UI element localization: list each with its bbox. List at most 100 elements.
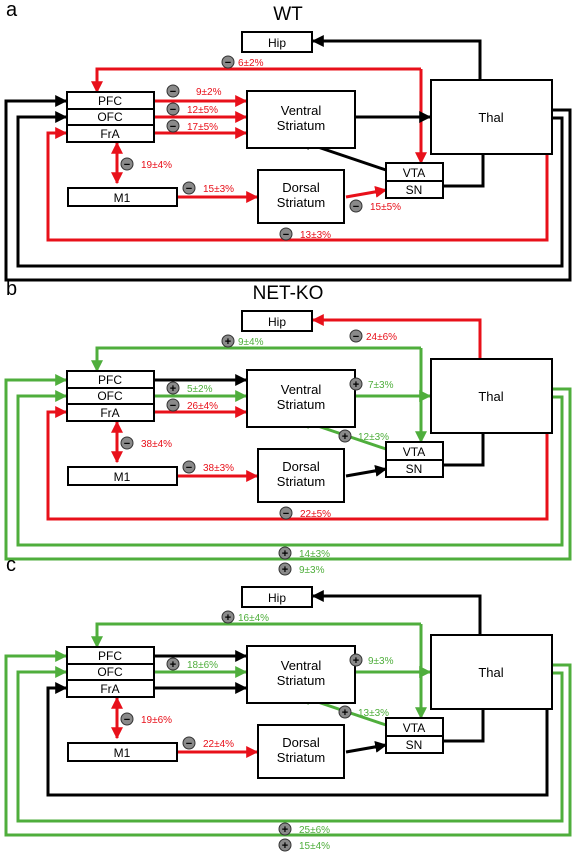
thal-label: Thal (478, 665, 503, 680)
badge-sign: − (353, 201, 359, 213)
ds-vta-link (345, 185, 388, 199)
badge-circle (349, 329, 363, 343)
thal-ofc-value: 14±3% (299, 549, 330, 560)
badge-sign: + (342, 707, 348, 719)
thal-hip-link (311, 590, 482, 635)
fra-label: FrA (100, 406, 119, 420)
hip-box (241, 31, 313, 53)
striatum-label: Striatum (277, 673, 325, 688)
dorsal-label: Dorsal (282, 459, 320, 474)
badge-circle (166, 119, 180, 133)
panel-letter: b (6, 278, 17, 300)
ventral-label: Ventral (281, 382, 322, 397)
badge-circle (120, 436, 134, 450)
panel-title: NET-KO (253, 283, 324, 304)
badge-circle (166, 381, 180, 395)
badge-sign: + (282, 840, 288, 852)
badge-circle (349, 199, 363, 213)
thal-pfc-loop (4, 95, 572, 282)
m1-ds-badge: − (182, 181, 196, 195)
thal-box (430, 634, 553, 710)
badge-sign: − (186, 738, 192, 750)
m1-box (67, 742, 178, 762)
m1-label: M1 (114, 470, 131, 484)
m1-ds-value: 22±4% (203, 739, 234, 750)
pfc-vs-badge: − (166, 84, 180, 98)
fra-vs-value: 26±4% (187, 401, 218, 412)
m1-ds-value: 15±3% (203, 184, 234, 195)
hip-pfc-link (91, 67, 421, 94)
fra-box (66, 124, 155, 143)
hip-box (241, 586, 313, 608)
thal-ofc-badge: + (278, 822, 292, 836)
sn-label: SN (406, 462, 423, 476)
m1-box (67, 466, 178, 486)
badge-circle (278, 546, 292, 560)
vta-label: VTA (403, 166, 425, 180)
m1-fra-value: 38±4% (141, 439, 172, 450)
thal-ofc-loop (16, 111, 564, 268)
hip-label: Hip (268, 315, 286, 329)
ventral-label: Ventral (281, 103, 322, 118)
badge-sign: − (170, 104, 176, 116)
thal-pfc-loop (4, 374, 572, 561)
badge-sign: + (225, 336, 231, 348)
badge-sign: + (282, 824, 288, 836)
panel-title: WT (273, 4, 303, 25)
badge-circle (221, 55, 235, 69)
hip-pfc-badge: + (221, 610, 235, 624)
badge-circle (279, 227, 293, 241)
ofc-label: OFC (97, 665, 123, 679)
badge-sign: + (225, 612, 231, 624)
vta-vs-badge: + (338, 429, 352, 443)
dorsal-label: Dorsal (282, 180, 320, 195)
badge-circle (182, 736, 196, 750)
badge-circle (221, 610, 235, 624)
hip-pfc-value: 16±4% (238, 613, 269, 624)
ofc-label: OFC (97, 110, 123, 124)
badge-sign: − (353, 331, 359, 343)
ofc-vs-value: 5±2% (187, 384, 213, 395)
fra-label: FrA (100, 127, 119, 141)
badge-circle (278, 822, 292, 836)
badge-sign: + (282, 564, 288, 576)
ds-vta-link (345, 740, 388, 754)
badge-circle (120, 157, 134, 171)
vs-thal-badge: + (349, 653, 363, 667)
m1-label: M1 (114, 191, 131, 205)
badge-sign: − (170, 121, 176, 133)
fra-label: FrA (100, 682, 119, 696)
badge-circle (278, 562, 292, 576)
badge-circle (182, 460, 196, 474)
striatum-label: Striatum (277, 474, 325, 489)
ds-vta-link (345, 464, 388, 478)
badge-sign: + (170, 383, 176, 395)
badge-circle (278, 838, 292, 852)
sn-label: SN (406, 183, 423, 197)
fra-vs-value: 17±5% (187, 122, 218, 133)
badge-sign: − (186, 462, 192, 474)
m1-ds-badge: − (182, 460, 196, 474)
badge-circle (349, 377, 363, 391)
thal-hip-link (311, 35, 482, 80)
sn-thal-link (444, 696, 489, 743)
badge-sign: − (225, 57, 231, 69)
hip-box (241, 310, 313, 332)
pfc-label: PFC (98, 94, 122, 108)
thal-pfc-badge: + (278, 838, 292, 852)
ds-vta-value: 15±5% (370, 202, 401, 213)
badge-circle (182, 181, 196, 195)
thal-fra-value: 13±3% (300, 230, 331, 241)
ventral-striatum-box (246, 369, 356, 428)
badge-sign: − (124, 714, 130, 726)
ofc-vs-badge: + (166, 381, 180, 395)
hip-pfc-value: 6±2% (238, 58, 264, 69)
hip-pfc-link (91, 346, 421, 373)
thal-pfc-value: 15±4% (299, 841, 330, 852)
badge-sign: − (124, 438, 130, 450)
thal-ofc-badge: + (278, 546, 292, 560)
vs-thal-value: 9±3% (368, 656, 394, 667)
badge-sign: − (170, 86, 176, 98)
